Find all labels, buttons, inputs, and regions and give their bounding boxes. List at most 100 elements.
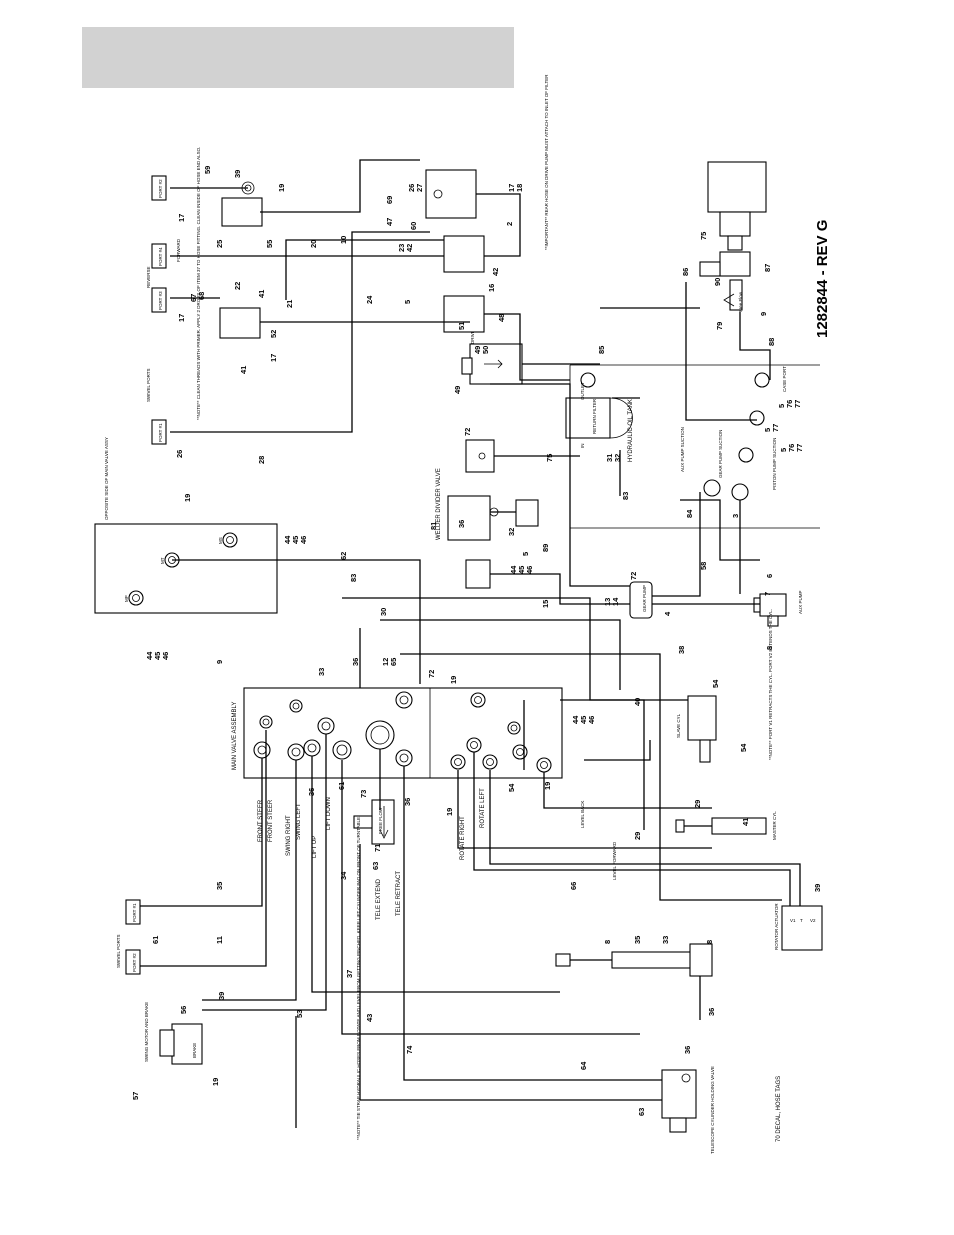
svg-text:39: 39 — [217, 992, 226, 1000]
svg-text:45: 45 — [579, 716, 588, 724]
svg-text:76: 76 — [785, 400, 794, 408]
port-2-bottom — [125, 949, 141, 975]
svg-text:11: 11 — [215, 936, 224, 944]
level-forward-label: LEVEL FORWARD — [612, 841, 617, 880]
svg-text:8: 8 — [765, 646, 774, 650]
svg-text:46: 46 — [161, 652, 170, 660]
port-4-top — [151, 243, 167, 269]
important-note: **IMPORTANT** REAR HOSE ON DRIVE PUMP MU… — [544, 74, 549, 250]
svg-text:V2: V2 — [810, 918, 816, 923]
port-3-top — [151, 287, 167, 313]
port-3-top-label: PORT #3 — [158, 291, 163, 310]
ports-note: **NOTE** PORT V1 RETRACTS THE CYL. PORT … — [768, 609, 773, 760]
svg-text:20: 20 — [309, 240, 318, 248]
svg-text:39: 39 — [233, 170, 242, 178]
svg-text:19: 19 — [277, 184, 286, 192]
svg-text:32: 32 — [507, 528, 516, 536]
svg-text:48: 48 — [497, 314, 506, 322]
svg-text:29: 29 — [633, 832, 642, 840]
svg-text:37: 37 — [345, 970, 354, 978]
svg-text:5: 5 — [403, 300, 412, 304]
svg-text:33: 33 — [317, 668, 326, 676]
master-cyl — [711, 817, 767, 835]
svg-text:44: 44 — [571, 715, 580, 724]
svg-text:35: 35 — [215, 882, 224, 890]
svg-text:3: 3 — [731, 514, 740, 518]
return-filter-label: RETURN FILTER — [592, 398, 597, 434]
svg-text:41: 41 — [239, 366, 248, 374]
svg-text:4: 4 — [663, 611, 672, 616]
svg-text:89: 89 — [541, 544, 550, 552]
svg-text:27: 27 — [415, 184, 424, 192]
svg-text:44: 44 — [283, 535, 292, 544]
rotator-actuator-label: ROTATOR ACTUATOR — [774, 903, 779, 950]
svg-text:36: 36 — [403, 798, 412, 806]
gear-pump-label: GEAR PUMP — [642, 585, 647, 612]
svg-text:41: 41 — [257, 290, 266, 298]
svg-text:6: 6 — [765, 574, 774, 578]
svg-text:16: 16 — [487, 284, 496, 292]
rotate-right-label: ROTATE RIGHT — [460, 816, 466, 860]
svg-text:79: 79 — [715, 322, 724, 330]
front-steer-label-2: FRONT STEER — [268, 799, 274, 842]
svg-text:21: 21 — [285, 300, 294, 308]
svg-text:7: 7 — [763, 592, 772, 596]
free-flow-top-label: Free Flow — [738, 291, 743, 312]
forward-label: FORWARD — [176, 238, 181, 262]
svg-text:77: 77 — [771, 424, 780, 432]
svg-text:83: 83 — [349, 574, 358, 582]
svg-text:45: 45 — [517, 566, 526, 574]
in-label: IN — [580, 444, 585, 449]
svg-text:13: 13 — [603, 598, 612, 606]
svg-text:31: 31 — [605, 454, 614, 462]
svg-text:49: 49 — [473, 346, 482, 354]
svg-text:77: 77 — [795, 444, 804, 452]
svg-text:61: 61 — [337, 782, 346, 790]
lift-down-label: LIFT DOWN — [326, 797, 332, 830]
swivel-ports-bottom-label: SWIVEL PORTS — [116, 934, 121, 968]
svg-text:19: 19 — [211, 1078, 220, 1086]
svg-text:5: 5 — [779, 448, 788, 452]
svg-text:36: 36 — [707, 1008, 716, 1016]
svg-text:44: 44 — [509, 565, 518, 574]
svg-text:87: 87 — [763, 264, 772, 272]
svg-text:57: 57 — [131, 1092, 140, 1100]
return-filter — [565, 397, 611, 439]
port-1-top-label: PORT #1 — [158, 423, 163, 442]
svg-text:9: 9 — [215, 660, 224, 664]
mt-label: MT — [160, 557, 165, 564]
free-flow-label: FREE FLOW — [378, 807, 383, 834]
svg-text:72: 72 — [427, 670, 436, 678]
svg-text:19: 19 — [449, 676, 458, 684]
port-2-bottom-label: PORT #2 — [132, 953, 137, 972]
svg-text:66: 66 — [569, 882, 578, 890]
svg-text:75: 75 — [545, 454, 554, 462]
decal-label: 70 DECAL, HOSE TAGS — [776, 1076, 782, 1142]
svg-text:73: 73 — [359, 790, 368, 798]
slave-cyl — [687, 695, 717, 741]
piston-pump-suction-label: PISTON PUMP SUCTION — [772, 438, 777, 490]
aux-pump-suction-label: AUX PUMP SUCTION — [680, 427, 685, 472]
svg-text:10: 10 — [339, 236, 348, 244]
svg-text:17: 17 — [177, 314, 186, 322]
tele-holding-valve — [661, 1069, 697, 1119]
tele-holding-valve-label: TELESCOPE CYLINDER HOLDING VALVE — [710, 1066, 715, 1154]
svg-text:64: 64 — [579, 1061, 588, 1070]
svg-text:15: 15 — [541, 600, 550, 608]
svg-text:18: 18 — [515, 184, 524, 192]
svg-text:36: 36 — [457, 520, 466, 528]
svg-text:38: 38 — [677, 646, 686, 654]
tele-retract-label: TELE RETRACT — [396, 871, 402, 916]
svg-text:9: 9 — [759, 312, 768, 316]
swing-motor-label: SWING MOTOR AND BRAKE — [144, 1002, 149, 1062]
svg-text:42: 42 — [405, 244, 414, 252]
master-cyl-label: MASTER CYL — [772, 811, 777, 840]
swing-left-label: SWING LEFT — [296, 803, 302, 840]
front-steer-label-1: FRONT STEER — [258, 799, 264, 842]
lift-up-label: LIFT UP — [312, 836, 318, 858]
svg-text:71: 71 — [373, 844, 382, 852]
ms-label: MS — [218, 537, 223, 544]
svg-text:24: 24 — [365, 295, 374, 304]
svg-text:22: 22 — [233, 282, 242, 290]
